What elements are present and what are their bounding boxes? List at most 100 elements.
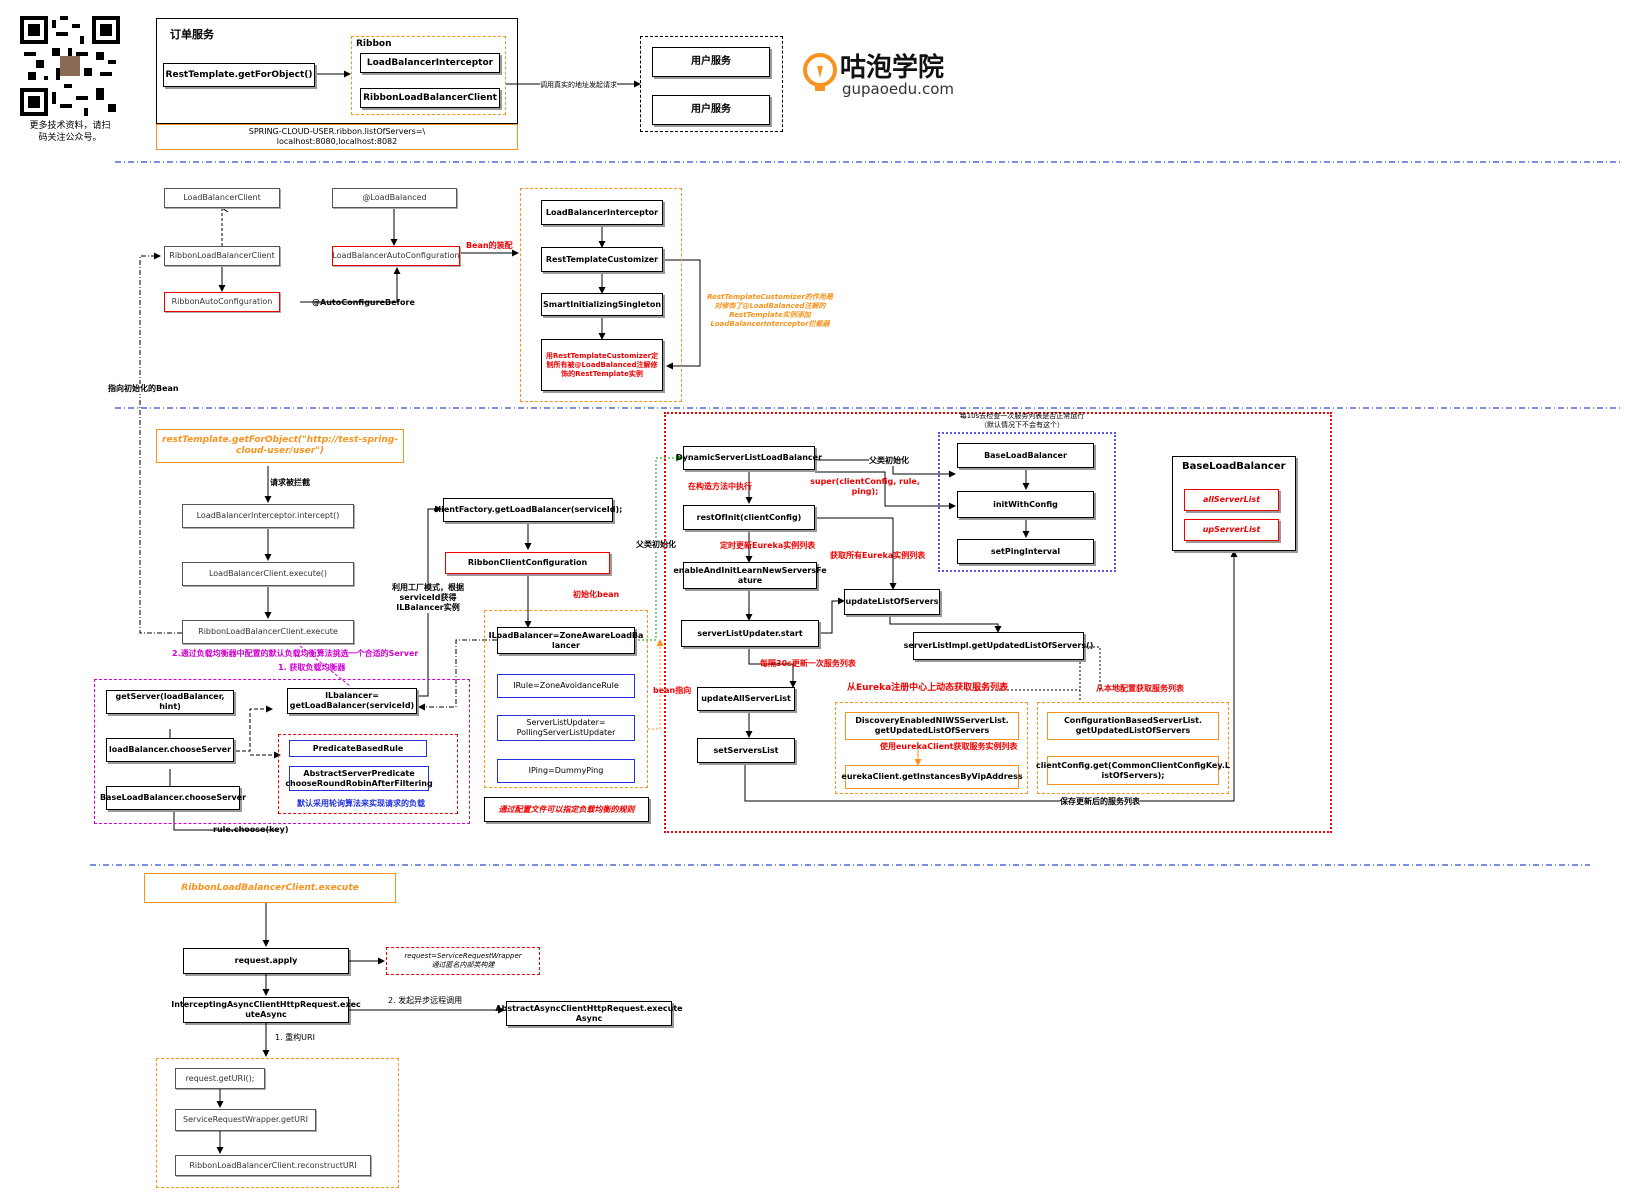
abstract-async-node[interactable]: AbstractAsyncClientHttpRequest.execute A…	[495, 1001, 683, 1026]
qr-caption: 更多技术资料，请扫 码关注公众号。	[29, 121, 111, 143]
abstract-predicate-node[interactable]: AbstractServerPredicate chooseRoundRobin…	[285, 766, 433, 791]
rest-call-node[interactable]: restTemplate.getForObject("http://test-s…	[156, 429, 404, 463]
user-service-node-1[interactable]: 用户服务	[652, 47, 770, 77]
discovery-node[interactable]: DiscoveryEnabledNIWSServerList. getUpdat…	[845, 712, 1019, 740]
order-service-frame	[156, 18, 518, 124]
get-lb-note: 1. 获取负载均衡器	[278, 663, 346, 672]
qr-code-image	[20, 16, 120, 116]
ribbon-frame	[351, 36, 506, 115]
local-frame	[1037, 702, 1229, 794]
fetch-all-label: 获取所有Eureka实例列表	[830, 551, 926, 560]
lb-auto-config-node[interactable]: LoadBalancerAutoConfiguration	[332, 246, 460, 266]
user-service-frame	[640, 36, 783, 132]
eureka-frame	[835, 702, 1028, 794]
client-config-get-node[interactable]: clientConfig.get(CommonClientConfigKey.L…	[1036, 756, 1230, 785]
predicate-rule-node[interactable]: PredicateBasedRule	[289, 740, 427, 757]
updater-start-node[interactable]: serverListUpdater.start	[681, 620, 819, 647]
base-lb-node[interactable]: BaseLoadBalancer	[957, 443, 1094, 468]
ribbon-auto-config-node[interactable]: RibbonAutoConfiguration	[164, 292, 280, 312]
update-list-node[interactable]: updateListOfServers	[844, 589, 940, 615]
iping-node[interactable]: IPing=DummyPing	[497, 759, 635, 783]
ribbon-client-node[interactable]: RibbonLoadBalancerClient	[360, 88, 500, 108]
interceptor-node[interactable]: LoadBalancerInterceptor	[541, 200, 663, 225]
wrapper-note: request=ServiceRequestWrapper 通过匿名内部类构建	[386, 947, 540, 975]
ribbon-execute-node[interactable]: RibbonLoadBalancerClient.execute	[182, 620, 354, 644]
smart-singleton-node[interactable]: SmartInitializingSingleton	[541, 293, 663, 316]
config-based-node[interactable]: ConfigurationBasedServerList. getUpdated…	[1047, 712, 1219, 740]
ribbon-lb-client-node[interactable]: RibbonLoadBalancerClient	[164, 246, 280, 266]
config-note-node: 通过配置文件可以指定负载均衡的规则	[484, 797, 649, 822]
auto-configure-before-label: @AutoConfigureBefore	[312, 298, 415, 307]
eureka-client-node[interactable]: eurekaClient.getInstancesByVipAddress	[841, 765, 1023, 789]
lb-client-iface-node[interactable]: LoadBalancerClient	[164, 188, 280, 208]
customizer-note: RestTemplateCustomizer的作用是 对修饰了@LoadBala…	[707, 293, 833, 328]
reconstruct-node[interactable]: RibbonLoadBalancerClient.reconstructURI	[175, 1155, 371, 1176]
get-uri-node[interactable]: request.getURI();	[175, 1068, 265, 1089]
loadbalanced-annotation-node[interactable]: @LoadBalanced	[332, 188, 457, 208]
super-call-label: super(clientConfig, rule, ping);	[810, 477, 920, 496]
all-server-list-node[interactable]: allServerList	[1184, 489, 1279, 511]
lb-choose-node[interactable]: loadBalancer.chooseServer	[106, 738, 234, 762]
base-choose-node[interactable]: BaseLoadBalancer.chooseServer	[100, 786, 246, 810]
zone-lb-node[interactable]: ILoadBalancer=ZoneAwareLoadBa lancer	[489, 627, 643, 654]
pointer-bean-label: 指向初始化的Bean	[108, 384, 179, 394]
base-panel-title: BaseLoadBalancer	[1182, 461, 1286, 472]
set-ping-node[interactable]: setPingInterval	[957, 539, 1094, 564]
scheduled-update-label: 定时更新Eureka实例列表	[720, 541, 816, 550]
init-config-node[interactable]: initWithConfig	[957, 491, 1094, 518]
client-execute-node[interactable]: LoadBalancerClient.execute()	[182, 562, 354, 586]
up-server-list-node[interactable]: upServerList	[1184, 519, 1279, 541]
qr-code	[20, 16, 120, 116]
ribbon-title: Ribbon	[356, 39, 392, 49]
wrapper-uri-node[interactable]: ServiceRequestWrapper.getURI	[175, 1109, 316, 1131]
enable-init-node[interactable]: enableAndInitLearnNewServersFe ature	[673, 562, 827, 589]
ctor-exec-label: 在构造方法中执行	[688, 482, 752, 491]
factory-note: 利用工厂模式，根据 serviceId获得ILBalancer实例	[378, 583, 478, 613]
ribbon-client-config-node[interactable]: RibbonClientConfiguration	[445, 552, 610, 574]
customizer-node[interactable]: RestTemplateCustomizer	[541, 247, 663, 272]
set-list-node[interactable]: setServersList	[697, 738, 795, 763]
updater-node[interactable]: ServerListUpdater= PollingServerListUpda…	[497, 715, 635, 741]
apply-node[interactable]: request.apply	[183, 948, 349, 974]
update-all-node[interactable]: updateAllServerList	[697, 687, 795, 711]
intercept-node[interactable]: LoadBalancerInterceptor.intercept()	[182, 504, 354, 528]
ilb-get-node[interactable]: ILbalancer= getLoadBalancer(serviceId)	[287, 688, 417, 714]
bean-config-frame	[484, 610, 648, 788]
logo-url: gupaoedu.com	[842, 80, 954, 98]
rule-choose-label: rule.choose(key)	[213, 825, 289, 834]
logo-name: 咕泡学院	[840, 53, 945, 83]
bean-load-label: Bean的装配	[466, 241, 513, 250]
rule-frame	[278, 734, 458, 814]
save-list-label: 保存更新后的服务列表	[1060, 797, 1140, 807]
rest-init-node[interactable]: restOfInit(clientConfig)	[683, 505, 815, 530]
parent-init-left-label: 父类初始化	[636, 540, 676, 550]
irule-node[interactable]: IRule=ZoneAvoidanceRule	[497, 674, 635, 698]
customize-all-node[interactable]: 用RestTemplateCustomizer定 制所有被@LoadBalanc…	[541, 339, 663, 391]
user-service-node-2[interactable]: 用户服务	[652, 95, 770, 125]
uri-frame	[156, 1058, 399, 1188]
use-eureka-label: 使用eurekaClient获取服务实例列表	[880, 742, 1018, 751]
lightbulb-icon	[803, 53, 837, 91]
ping-note: 每10s去检查一次服务列表是否正常运行 （默认情况下不会有这个）	[959, 412, 1085, 429]
impl-get-node[interactable]: serverListImpl.getUpdatedListOfServers()	[904, 632, 1093, 660]
lb-interceptor-node[interactable]: LoadBalancerInterceptor	[360, 53, 500, 73]
bean-pointer-label: bean指向	[653, 686, 692, 695]
choose-server-note: 2.通过负载均衡器中配置的默认负载均衡算法挑选一个合适的Server	[172, 649, 419, 658]
execute-node[interactable]: RibbonLoadBalancerClient.execute	[144, 873, 396, 903]
dynamic-frame	[664, 412, 1332, 833]
logo: 咕泡学院 gupaoedu.com	[800, 52, 1000, 98]
get-server-node[interactable]: getServer(loadBalancer, hint)	[106, 690, 234, 714]
default-rr-note: 默认采用轮询算法来实现请求的负载	[297, 799, 425, 808]
rest-template-get-node[interactable]: RestTemplate.getForObject()	[163, 63, 315, 87]
call-label: 调用真实的地址发起请求	[540, 80, 617, 90]
factory-get-node[interactable]: clientFactory.getLoadBalancer(serviceId)…	[434, 498, 622, 522]
config-box: SPRING-CLOUD-USER.ribbon.listOfServers=\…	[156, 124, 518, 150]
intercepting-node[interactable]: InterceptingAsyncClientHttpRequest.exec …	[171, 997, 361, 1023]
rebuild-uri-label: 1. 重构URI	[275, 1033, 315, 1042]
every-30s-label: 每隔30s更新一次服务列表	[760, 659, 856, 668]
async-call-label: 2. 发起异步远程调用	[388, 996, 463, 1005]
from-local-label: 从本地配置获取服务列表	[1096, 684, 1184, 693]
dynamic-lb-node[interactable]: DynamicServerListLoadBalancer	[676, 446, 822, 470]
parent-init-label: 父类初始化	[869, 456, 909, 466]
